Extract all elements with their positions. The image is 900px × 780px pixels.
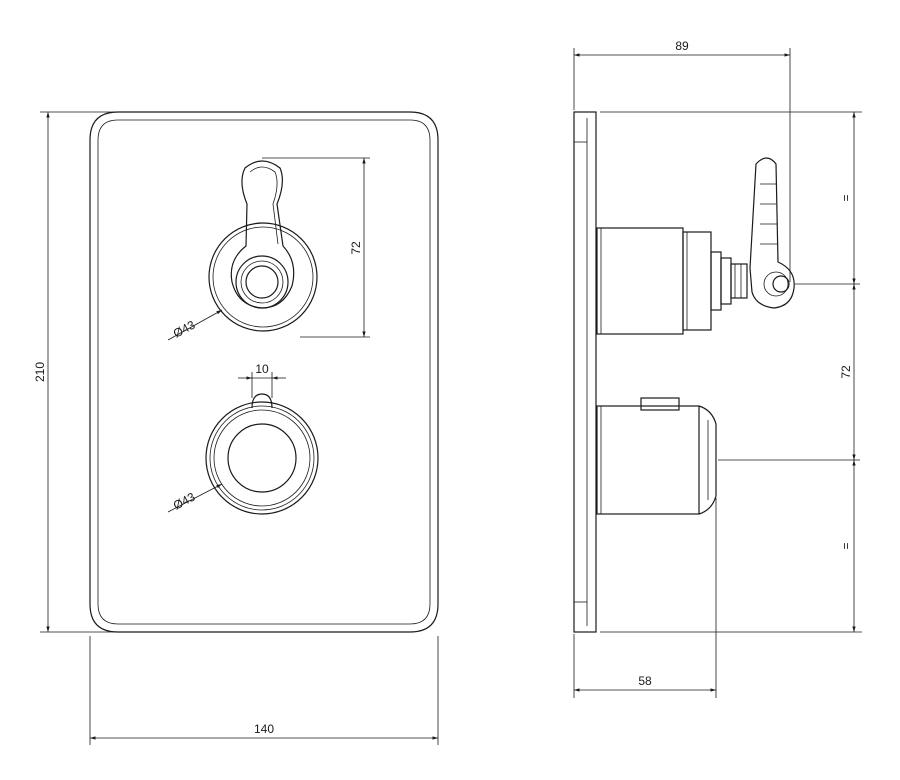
equal-bottom-label: = (839, 542, 853, 549)
upper-diameter-label: Ø43 (171, 317, 198, 340)
total-depth-label: 89 (675, 39, 689, 53)
height-dimension: 210 (33, 111, 118, 633)
lower-cartridge (596, 397, 717, 515)
front-view: 140 210 72 Ø43 Ø43 (33, 111, 439, 745)
front-spacing-label: 72 (349, 241, 363, 255)
width-label: 140 (254, 722, 274, 736)
center-spacing-label: 72 (839, 365, 853, 379)
upper-cartridge (596, 227, 748, 335)
upper-lever-side (749, 157, 795, 309)
nub-width-dimension: 10 (238, 362, 286, 398)
lower-knob (205, 393, 319, 515)
cover-plate-inner (97, 119, 431, 625)
body-depth-label: 58 (638, 674, 652, 688)
lower-diameter-callout: Ø43 (167, 483, 223, 513)
upper-lever-handle (208, 160, 318, 332)
vertical-dimension-chain: = 72 = (600, 111, 862, 633)
cover-plate-outline (89, 111, 439, 633)
front-spacing-dimension: 72 (262, 157, 370, 338)
body-depth-dimension: 58 (573, 498, 717, 698)
upper-diameter-callout: Ø43 (167, 309, 223, 341)
total-depth-dimension: 89 (573, 39, 791, 282)
equal-top-label: = (839, 194, 853, 201)
side-view: 89 58 = 72 = (573, 39, 862, 698)
width-dimension: 140 (89, 636, 439, 745)
height-label: 210 (33, 362, 47, 382)
nub-width-label: 10 (255, 362, 269, 376)
side-plate (573, 111, 597, 633)
lower-diameter-label: Ø43 (171, 489, 198, 512)
